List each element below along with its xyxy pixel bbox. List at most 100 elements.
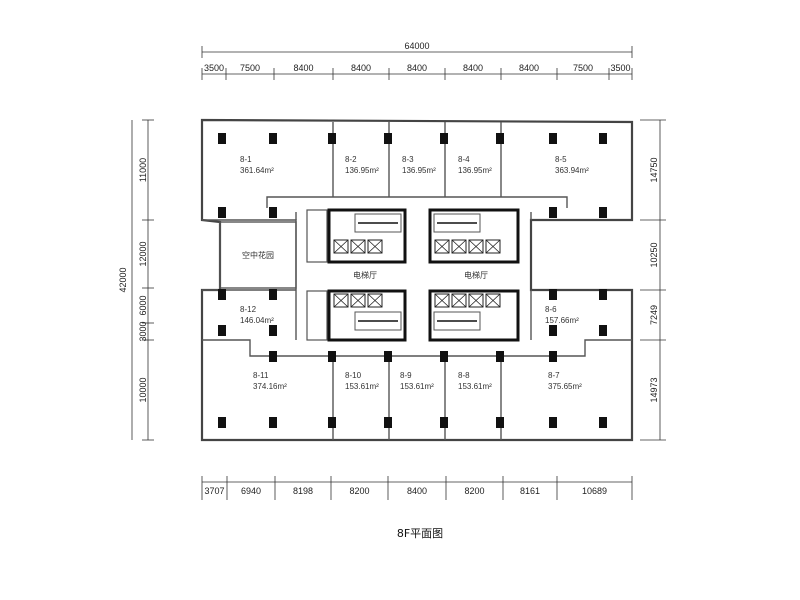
column bbox=[269, 325, 277, 336]
column bbox=[440, 351, 448, 362]
column bbox=[384, 351, 392, 362]
unit-8-7[interactable]: 8-7 375.65m² bbox=[548, 371, 582, 391]
unit-area: 375.65m² bbox=[548, 382, 582, 391]
unit-area: 136.95m² bbox=[345, 166, 379, 175]
bottom-dimension-label: 8200 bbox=[464, 486, 484, 496]
overall-height-label: 42000 bbox=[118, 267, 128, 292]
left-dimension-label: 3000 bbox=[138, 321, 148, 341]
elevator-icon bbox=[333, 293, 349, 308]
column bbox=[218, 417, 226, 428]
column bbox=[328, 417, 336, 428]
left-dimension-label: 6000 bbox=[138, 295, 148, 315]
column bbox=[269, 351, 277, 362]
column bbox=[384, 417, 392, 428]
column bbox=[599, 417, 607, 428]
unit-area: 374.16m² bbox=[253, 382, 287, 391]
unit-id: 8-6 bbox=[545, 305, 557, 314]
column bbox=[549, 133, 557, 144]
left-dimensions: 42000 11000 12000 6000 3000 10000 bbox=[118, 119, 154, 441]
column bbox=[440, 417, 448, 428]
elevator-icon bbox=[451, 293, 467, 308]
column bbox=[218, 133, 226, 144]
sky-garden-label: 空中花园 bbox=[242, 250, 274, 260]
column bbox=[384, 133, 392, 144]
core-top-left bbox=[306, 208, 407, 264]
bottom-dimension-label: 8200 bbox=[349, 486, 369, 496]
column bbox=[328, 133, 336, 144]
elevator-icon bbox=[485, 293, 501, 308]
unit-8-1[interactable]: 8-1 361.64m² bbox=[240, 155, 274, 175]
top-dimension-label: 8400 bbox=[407, 63, 427, 73]
overall-width-label: 64000 bbox=[404, 41, 429, 51]
column bbox=[218, 289, 226, 300]
top-overall-dimension: 64000 bbox=[201, 41, 633, 58]
top-dimension-label: 7500 bbox=[240, 63, 260, 73]
elevator-icon bbox=[485, 239, 501, 254]
core-bottom-left bbox=[306, 289, 407, 342]
left-dimension-label: 11000 bbox=[138, 158, 148, 182]
left-dimension-label: 12000 bbox=[138, 241, 148, 266]
top-dimension-label: 8400 bbox=[351, 63, 371, 73]
unit-id: 8-7 bbox=[548, 371, 560, 380]
elevator-icon bbox=[350, 239, 366, 254]
elevator-icon bbox=[468, 239, 484, 254]
right-dimension-label: 14973 bbox=[649, 377, 659, 402]
top-dimension-label: 7500 bbox=[573, 63, 593, 73]
top-dimension-label: 8400 bbox=[463, 63, 483, 73]
elevators bbox=[333, 239, 501, 308]
bottom-dimension-label: 8198 bbox=[293, 486, 313, 496]
unit-area: 157.66m² bbox=[545, 316, 579, 325]
elevator-icon bbox=[367, 239, 383, 254]
left-dimension-label: 10000 bbox=[138, 377, 148, 402]
unit-area: 153.61m² bbox=[458, 382, 492, 391]
top-dimension-label: 3500 bbox=[610, 63, 630, 73]
unit-area: 363.94m² bbox=[555, 166, 589, 175]
unit-area: 153.61m² bbox=[400, 382, 434, 391]
column bbox=[496, 417, 504, 428]
elevator-lobby-label: 电梯厅 bbox=[353, 270, 377, 280]
top-dimension-label: 8400 bbox=[519, 63, 539, 73]
sky-garden-room bbox=[219, 221, 297, 289]
right-dimension-label: 10250 bbox=[649, 242, 659, 267]
unit-8-4[interactable]: 8-4 136.95m² bbox=[458, 155, 492, 175]
column bbox=[496, 351, 504, 362]
unit-8-8[interactable]: 8-8 153.61m² bbox=[458, 371, 492, 391]
unit-area: 361.64m² bbox=[240, 166, 274, 175]
unit-id: 8-4 bbox=[458, 155, 470, 164]
column bbox=[269, 207, 277, 218]
column bbox=[549, 351, 557, 362]
unit-8-6[interactable]: 8-6 157.66m² bbox=[545, 305, 579, 325]
column bbox=[599, 207, 607, 218]
elevator-icon bbox=[434, 293, 450, 308]
unit-area: 136.95m² bbox=[458, 166, 492, 175]
columns bbox=[218, 133, 607, 428]
unit-id: 8-8 bbox=[458, 371, 470, 380]
top-dimension-label: 8400 bbox=[293, 63, 313, 73]
elevator-icon bbox=[451, 239, 467, 254]
elevator-icon bbox=[468, 293, 484, 308]
column bbox=[269, 289, 277, 300]
elevator-icon bbox=[333, 239, 349, 254]
core-bottom-right bbox=[428, 289, 520, 342]
unit-id: 8-1 bbox=[240, 155, 252, 164]
column bbox=[599, 289, 607, 300]
unit-id: 8-12 bbox=[240, 305, 257, 314]
bottom-dimension-label: 8400 bbox=[407, 486, 427, 496]
column bbox=[269, 133, 277, 144]
column bbox=[599, 133, 607, 144]
right-dimension-label: 14750 bbox=[649, 157, 659, 182]
unit-id: 8-3 bbox=[402, 155, 414, 164]
column bbox=[328, 351, 336, 362]
bottom-dimension-label: 3707 bbox=[204, 486, 224, 496]
column bbox=[549, 289, 557, 300]
